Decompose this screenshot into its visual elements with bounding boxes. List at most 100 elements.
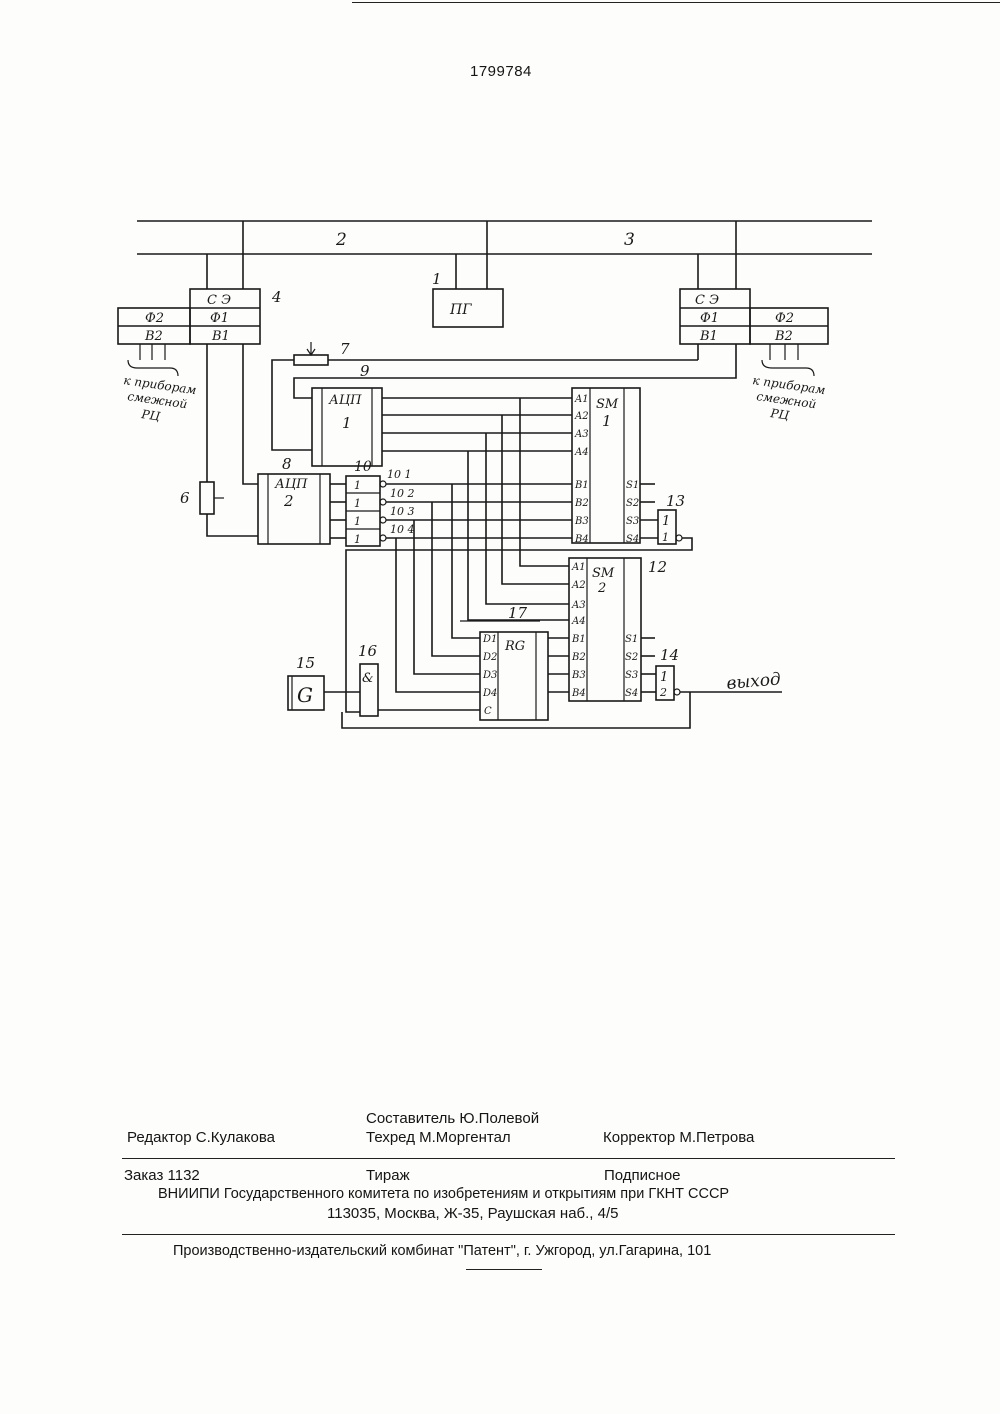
register-ref: 17 bbox=[508, 604, 528, 622]
right-brace bbox=[762, 344, 814, 376]
wire-gate13-and bbox=[346, 538, 692, 712]
publisher-line: Производственно-издательский комбинат "П… bbox=[173, 1243, 711, 1259]
inv-out-3: 10 3 bbox=[390, 505, 415, 518]
adc-2-num: 2 bbox=[283, 492, 294, 510]
right-f2-label: Ф2 bbox=[775, 311, 794, 326]
wire-r6-adc2 bbox=[207, 514, 258, 536]
inv-cell-3: 1 bbox=[354, 515, 361, 528]
left-v2-label: В2 bbox=[144, 329, 163, 344]
inv-bubble-1 bbox=[380, 481, 386, 487]
register-label: RG bbox=[504, 639, 525, 654]
sm-1-b1: B1 bbox=[574, 480, 589, 491]
inv-out-1: 10 1 bbox=[387, 468, 412, 481]
register-d4: D4 bbox=[482, 688, 497, 699]
sm-2-s4: S4 bbox=[625, 688, 638, 699]
address-line: 113035, Москва, Ж-35, Раушская наб., 4/5 bbox=[327, 1205, 619, 1222]
resistor-6 bbox=[200, 482, 214, 514]
left-se-label: С Э bbox=[207, 293, 231, 308]
sm-2-b2: B2 bbox=[571, 652, 586, 663]
sm-2-s2: S2 bbox=[625, 652, 638, 663]
inv-out-4: 10 4 bbox=[390, 523, 415, 536]
sm-2-a4: A4 bbox=[571, 616, 586, 627]
left-brace bbox=[128, 344, 178, 376]
sm-1-b4: B4 bbox=[574, 534, 589, 545]
left-f2-label: Ф2 bbox=[145, 311, 164, 326]
inverter-ref: 10 bbox=[354, 459, 372, 475]
sm-1-s2: S2 bbox=[626, 498, 639, 509]
left-note-line3: РЦ bbox=[140, 407, 162, 424]
wire-a1-sm2 bbox=[520, 398, 569, 566]
sm-1-a4: A4 bbox=[574, 447, 589, 458]
sm-2-a3: A3 bbox=[571, 600, 586, 611]
rail-3-label: 3 bbox=[624, 230, 635, 250]
clock-gen-label: G bbox=[297, 683, 313, 707]
inv-out-2: 10 2 bbox=[390, 487, 415, 500]
sm-1-a2: A2 bbox=[574, 411, 589, 422]
sm-1-a1: A1 bbox=[574, 394, 589, 405]
gate-14-ref: 14 bbox=[660, 646, 679, 664]
resistor-6-ref: 6 bbox=[180, 489, 190, 507]
publisher-underline bbox=[466, 1269, 542, 1270]
techred-line: Техред М.Моргентал bbox=[366, 1129, 511, 1146]
sm-1-b3: B3 bbox=[574, 516, 589, 527]
clock-gen-ref: 15 bbox=[296, 654, 315, 672]
wire-a2-sm2 bbox=[502, 415, 569, 584]
register-d3: D3 bbox=[482, 670, 497, 681]
inv-cell-2: 1 bbox=[354, 497, 361, 510]
left-v1-label: В1 bbox=[211, 329, 230, 344]
inv-cell-1: 1 bbox=[354, 479, 361, 492]
resistor-7-arrow bbox=[307, 342, 315, 355]
sm-2-s1: S1 bbox=[625, 634, 638, 645]
order-line: Заказ 1132 bbox=[124, 1167, 200, 1184]
sm-2-a1: A1 bbox=[571, 562, 586, 573]
sm-1-s4: S4 bbox=[626, 534, 639, 545]
compiler-line: Составитель Ю.Полевой bbox=[366, 1110, 539, 1127]
left-f1-label: Ф1 bbox=[210, 311, 229, 326]
left-device-ref: 4 bbox=[271, 288, 282, 306]
sm-2-s3: S3 bbox=[625, 670, 638, 681]
output-label: выход bbox=[726, 669, 782, 694]
imprint-rule-2 bbox=[122, 1234, 895, 1235]
wire-inv1-d1 bbox=[452, 484, 480, 638]
wire-inv2-d2 bbox=[432, 502, 480, 656]
sm-2-label: SM bbox=[592, 566, 615, 581]
inv-cell-4: 1 bbox=[354, 533, 361, 546]
sm-2-b1: B1 bbox=[571, 634, 586, 645]
right-note-line3: РЦ bbox=[769, 406, 791, 423]
imprint-rule-1 bbox=[122, 1158, 895, 1159]
rail-2-label: 2 bbox=[335, 230, 347, 250]
sm-1-num: 1 bbox=[602, 412, 612, 430]
wire-inv3-d3 bbox=[414, 520, 480, 674]
gate-13-in: 1 bbox=[662, 531, 669, 544]
circulation-line: Тираж bbox=[366, 1167, 410, 1184]
gate-13-label: 1 bbox=[662, 514, 670, 529]
wire-a4-sm2 bbox=[468, 451, 569, 620]
resistor-7-ref: 7 bbox=[340, 340, 350, 358]
circuit-diagram: 2 3 ПГ 1 С Э Ф1 В1 Ф2 В2 4 к приборам см… bbox=[0, 0, 1000, 800]
inv-bubble-4 bbox=[380, 535, 386, 541]
sm-1-s3: S3 bbox=[626, 516, 639, 527]
right-v2-label: В2 bbox=[774, 329, 793, 344]
editor-line: Редактор С.Кулакова bbox=[127, 1129, 275, 1146]
wire-a3-sm2 bbox=[486, 433, 569, 604]
adc-1-label: АЦП bbox=[328, 393, 362, 408]
gate-13-bubble bbox=[676, 535, 682, 541]
right-v1-label: В1 bbox=[699, 329, 718, 344]
gate-14-in: 2 bbox=[659, 686, 667, 699]
register-d2: D2 bbox=[482, 652, 497, 663]
generator-label: ПГ bbox=[449, 302, 472, 318]
resistor-7 bbox=[294, 355, 328, 365]
register-d1: D1 bbox=[482, 634, 497, 645]
adc-1-num: 1 bbox=[342, 414, 352, 432]
right-se-label: С Э bbox=[695, 293, 719, 308]
corrector-line: Корректор М.Петрова bbox=[603, 1129, 754, 1146]
inv-bubble-2 bbox=[380, 499, 386, 505]
institution-line: ВНИИПИ Государственного комитета по изоб… bbox=[158, 1186, 729, 1202]
right-f1-label: Ф1 bbox=[700, 311, 719, 326]
register-c: C bbox=[484, 706, 492, 717]
sm-2-a2: A2 bbox=[571, 580, 586, 591]
gate-14-label: 1 bbox=[660, 670, 668, 685]
wire-r7-adc1 bbox=[272, 360, 312, 450]
gate-13-ref: 13 bbox=[666, 492, 685, 510]
